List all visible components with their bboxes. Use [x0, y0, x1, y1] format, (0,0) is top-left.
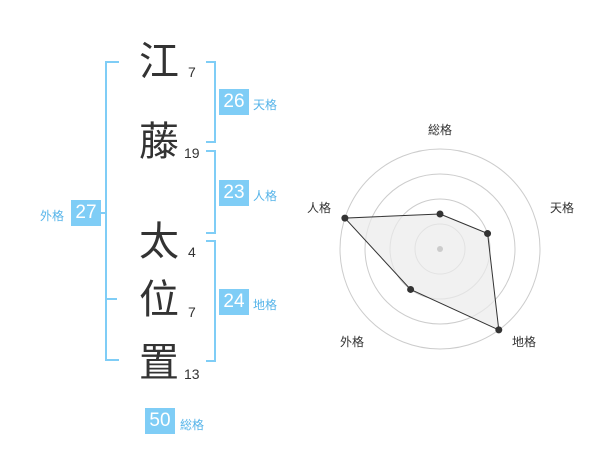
name-char-4: 位: [139, 277, 179, 323]
radar-point-4: [407, 285, 415, 293]
radar-points: [341, 210, 503, 334]
name-char-5: 置: [139, 340, 179, 386]
axis-label-tenkaku: 天格: [550, 200, 574, 215]
name-char-1: 江: [139, 39, 179, 85]
radar-ring: [339, 148, 541, 350]
stroke-count-4: 7: [188, 304, 196, 320]
axis-label-chikaku: 地格: [512, 334, 536, 349]
stroke-count-5: 13: [184, 366, 200, 382]
axis-label-gaikaku: 外格: [340, 334, 364, 349]
stroke-count-3: 4: [188, 244, 196, 260]
axis-label-jinkaku: 人格: [307, 200, 331, 215]
radar-point-5: [341, 214, 349, 222]
gaikaku-bracket: [105, 61, 119, 361]
chikaku-badge: 24: [219, 289, 249, 315]
soukaku-label: 総格: [180, 418, 205, 432]
gaikaku-badge: 27: [71, 200, 101, 226]
jinkaku-label: 人格: [253, 189, 278, 203]
tenkaku-badge: 26: [219, 89, 249, 115]
radar-point-3: [495, 326, 503, 334]
radar-point-2: [484, 230, 492, 238]
radar-polygon: [343, 213, 500, 331]
tenkaku-bracket: [206, 61, 216, 143]
soukaku-badge: 50: [145, 408, 175, 434]
axis-label-soukaku: 総格: [428, 122, 452, 137]
chikaku-bracket: [206, 240, 216, 362]
gaikaku-bracket-split: [105, 298, 117, 300]
stroke-count-2: 19: [184, 145, 200, 161]
stroke-count-1: 7: [188, 64, 196, 80]
jinkaku-badge: 23: [219, 180, 249, 206]
chikaku-label: 地格: [253, 298, 278, 312]
name-char-2: 藤: [139, 119, 179, 165]
radar-point-1: [436, 210, 444, 218]
gaikaku-label: 外格: [40, 209, 65, 223]
name-char-3: 太: [139, 219, 179, 265]
radar-center-dot: [437, 246, 443, 252]
tenkaku-label: 天格: [253, 98, 278, 112]
jinkaku-bracket: [206, 150, 216, 234]
radar-ring: [364, 173, 516, 325]
